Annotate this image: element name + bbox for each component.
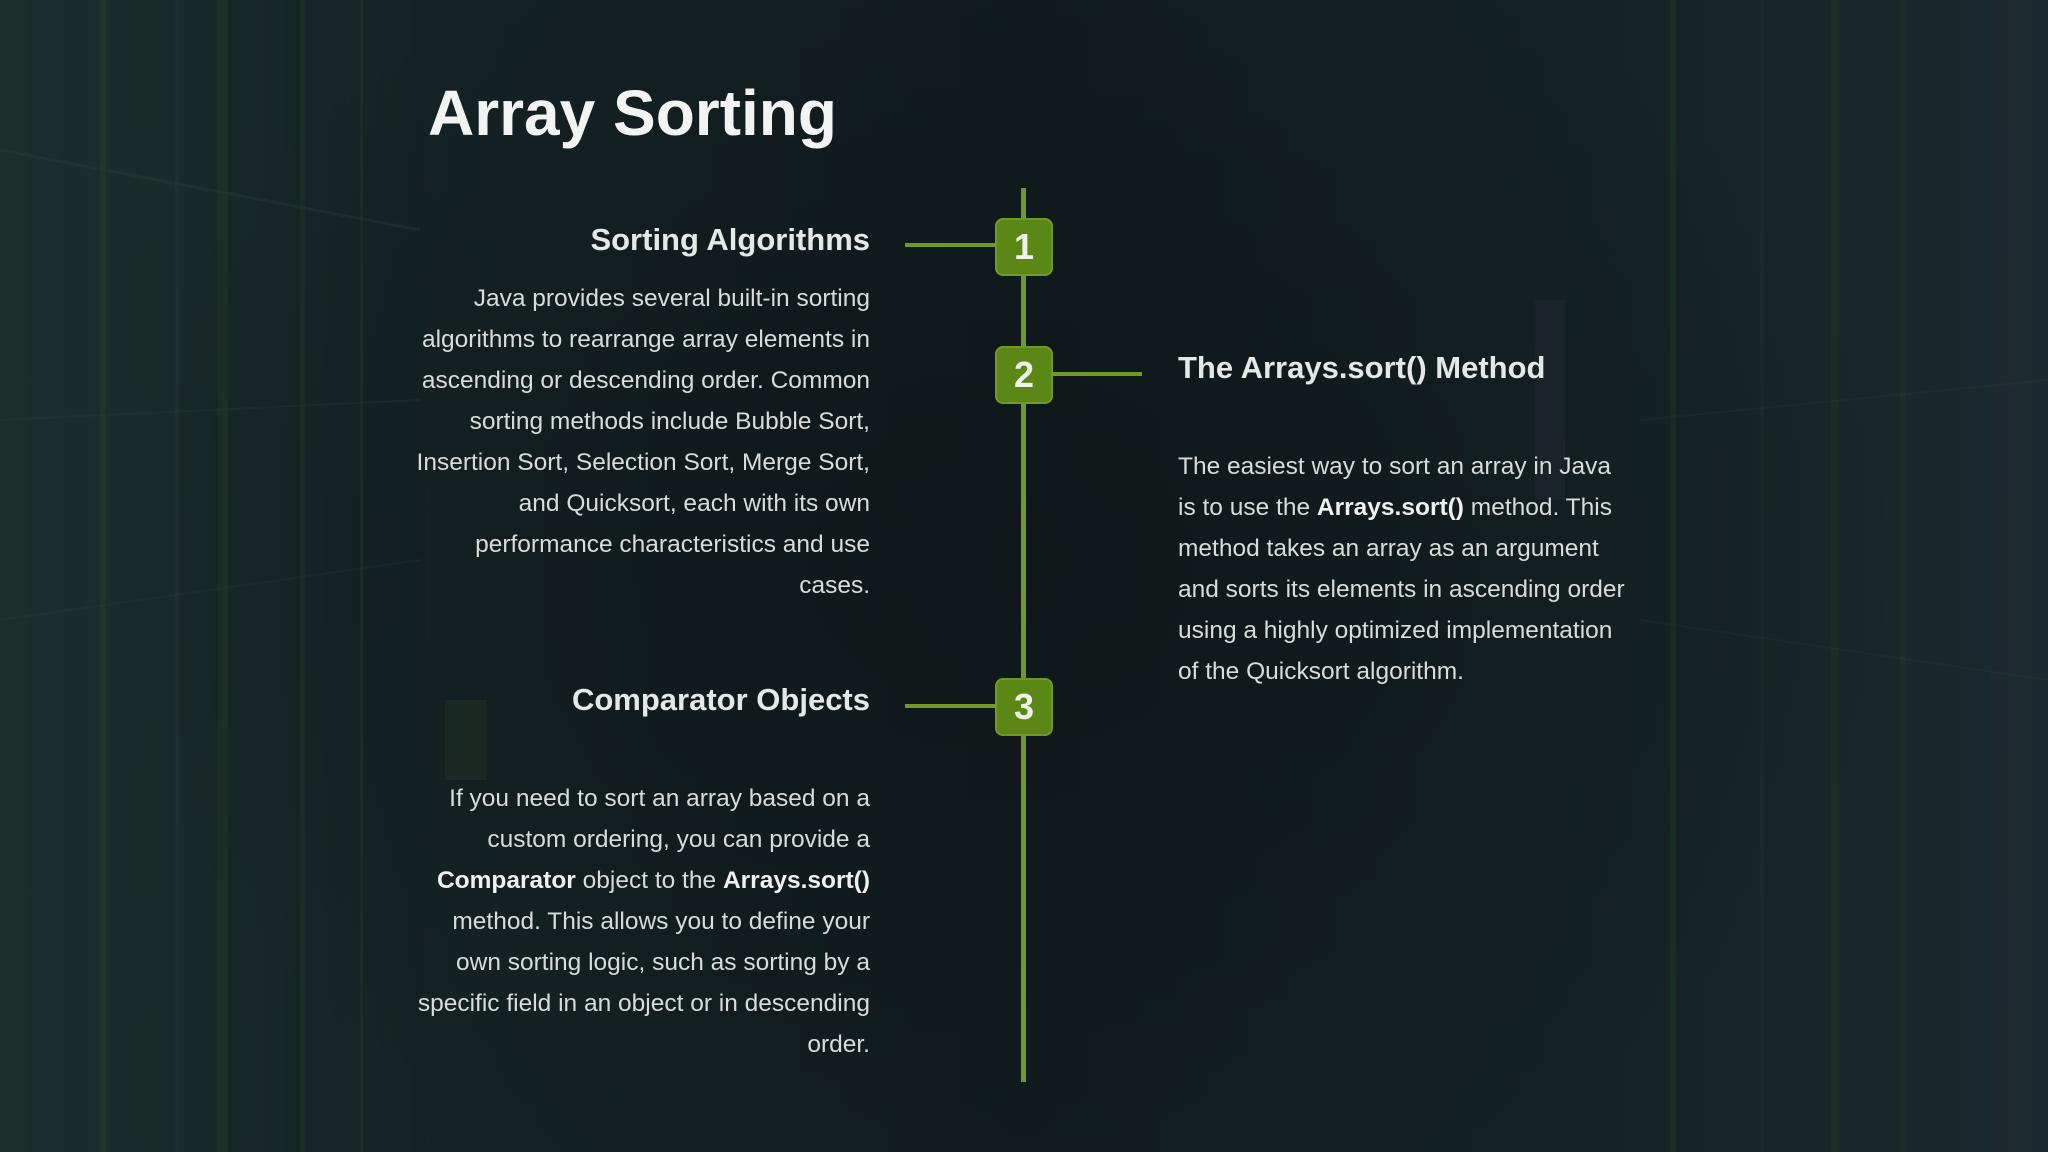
step-marker-2: 2 xyxy=(995,346,1053,404)
item-body-2-text-b: method. This method takes an array as an… xyxy=(1178,494,1625,685)
item-body-3: If you need to sort an array based on a … xyxy=(410,778,870,1065)
connector-1 xyxy=(905,243,995,247)
item-body-3-text-c: method. This allows you to define your o… xyxy=(417,908,870,1058)
item-body-2: The easiest way to sort an array in Java… xyxy=(1178,446,1628,692)
item-heading-1: Sorting Algorithms xyxy=(590,222,870,257)
step-marker-3: 3 xyxy=(995,678,1053,736)
connector-2 xyxy=(1053,372,1142,376)
item-body-3-text-a: If you need to sort an array based on a … xyxy=(449,785,870,853)
timeline-line xyxy=(1021,188,1026,1082)
item-body-1-text: Java provides several built-in sorting a… xyxy=(416,285,870,599)
slide-title: Array Sorting xyxy=(428,77,837,149)
item-body-3-comparator: Comparator xyxy=(436,867,576,894)
item-body-3-text-b: object to the xyxy=(575,867,723,894)
item-heading-3: Comparator Objects xyxy=(571,682,870,717)
item-heading-2: The Arrays.sort() Method xyxy=(1178,350,1546,385)
step-marker-1: 1 xyxy=(995,218,1053,276)
item-body-2-text-a: The easiest way to sort an array in Java… xyxy=(1178,453,1612,521)
connector-3 xyxy=(905,704,995,708)
item-body-3-code: Arrays.sort() xyxy=(722,867,870,894)
item-body-1: Java provides several built-in sorting a… xyxy=(410,278,870,606)
item-body-2-code: Arrays.sort() xyxy=(1316,494,1464,521)
